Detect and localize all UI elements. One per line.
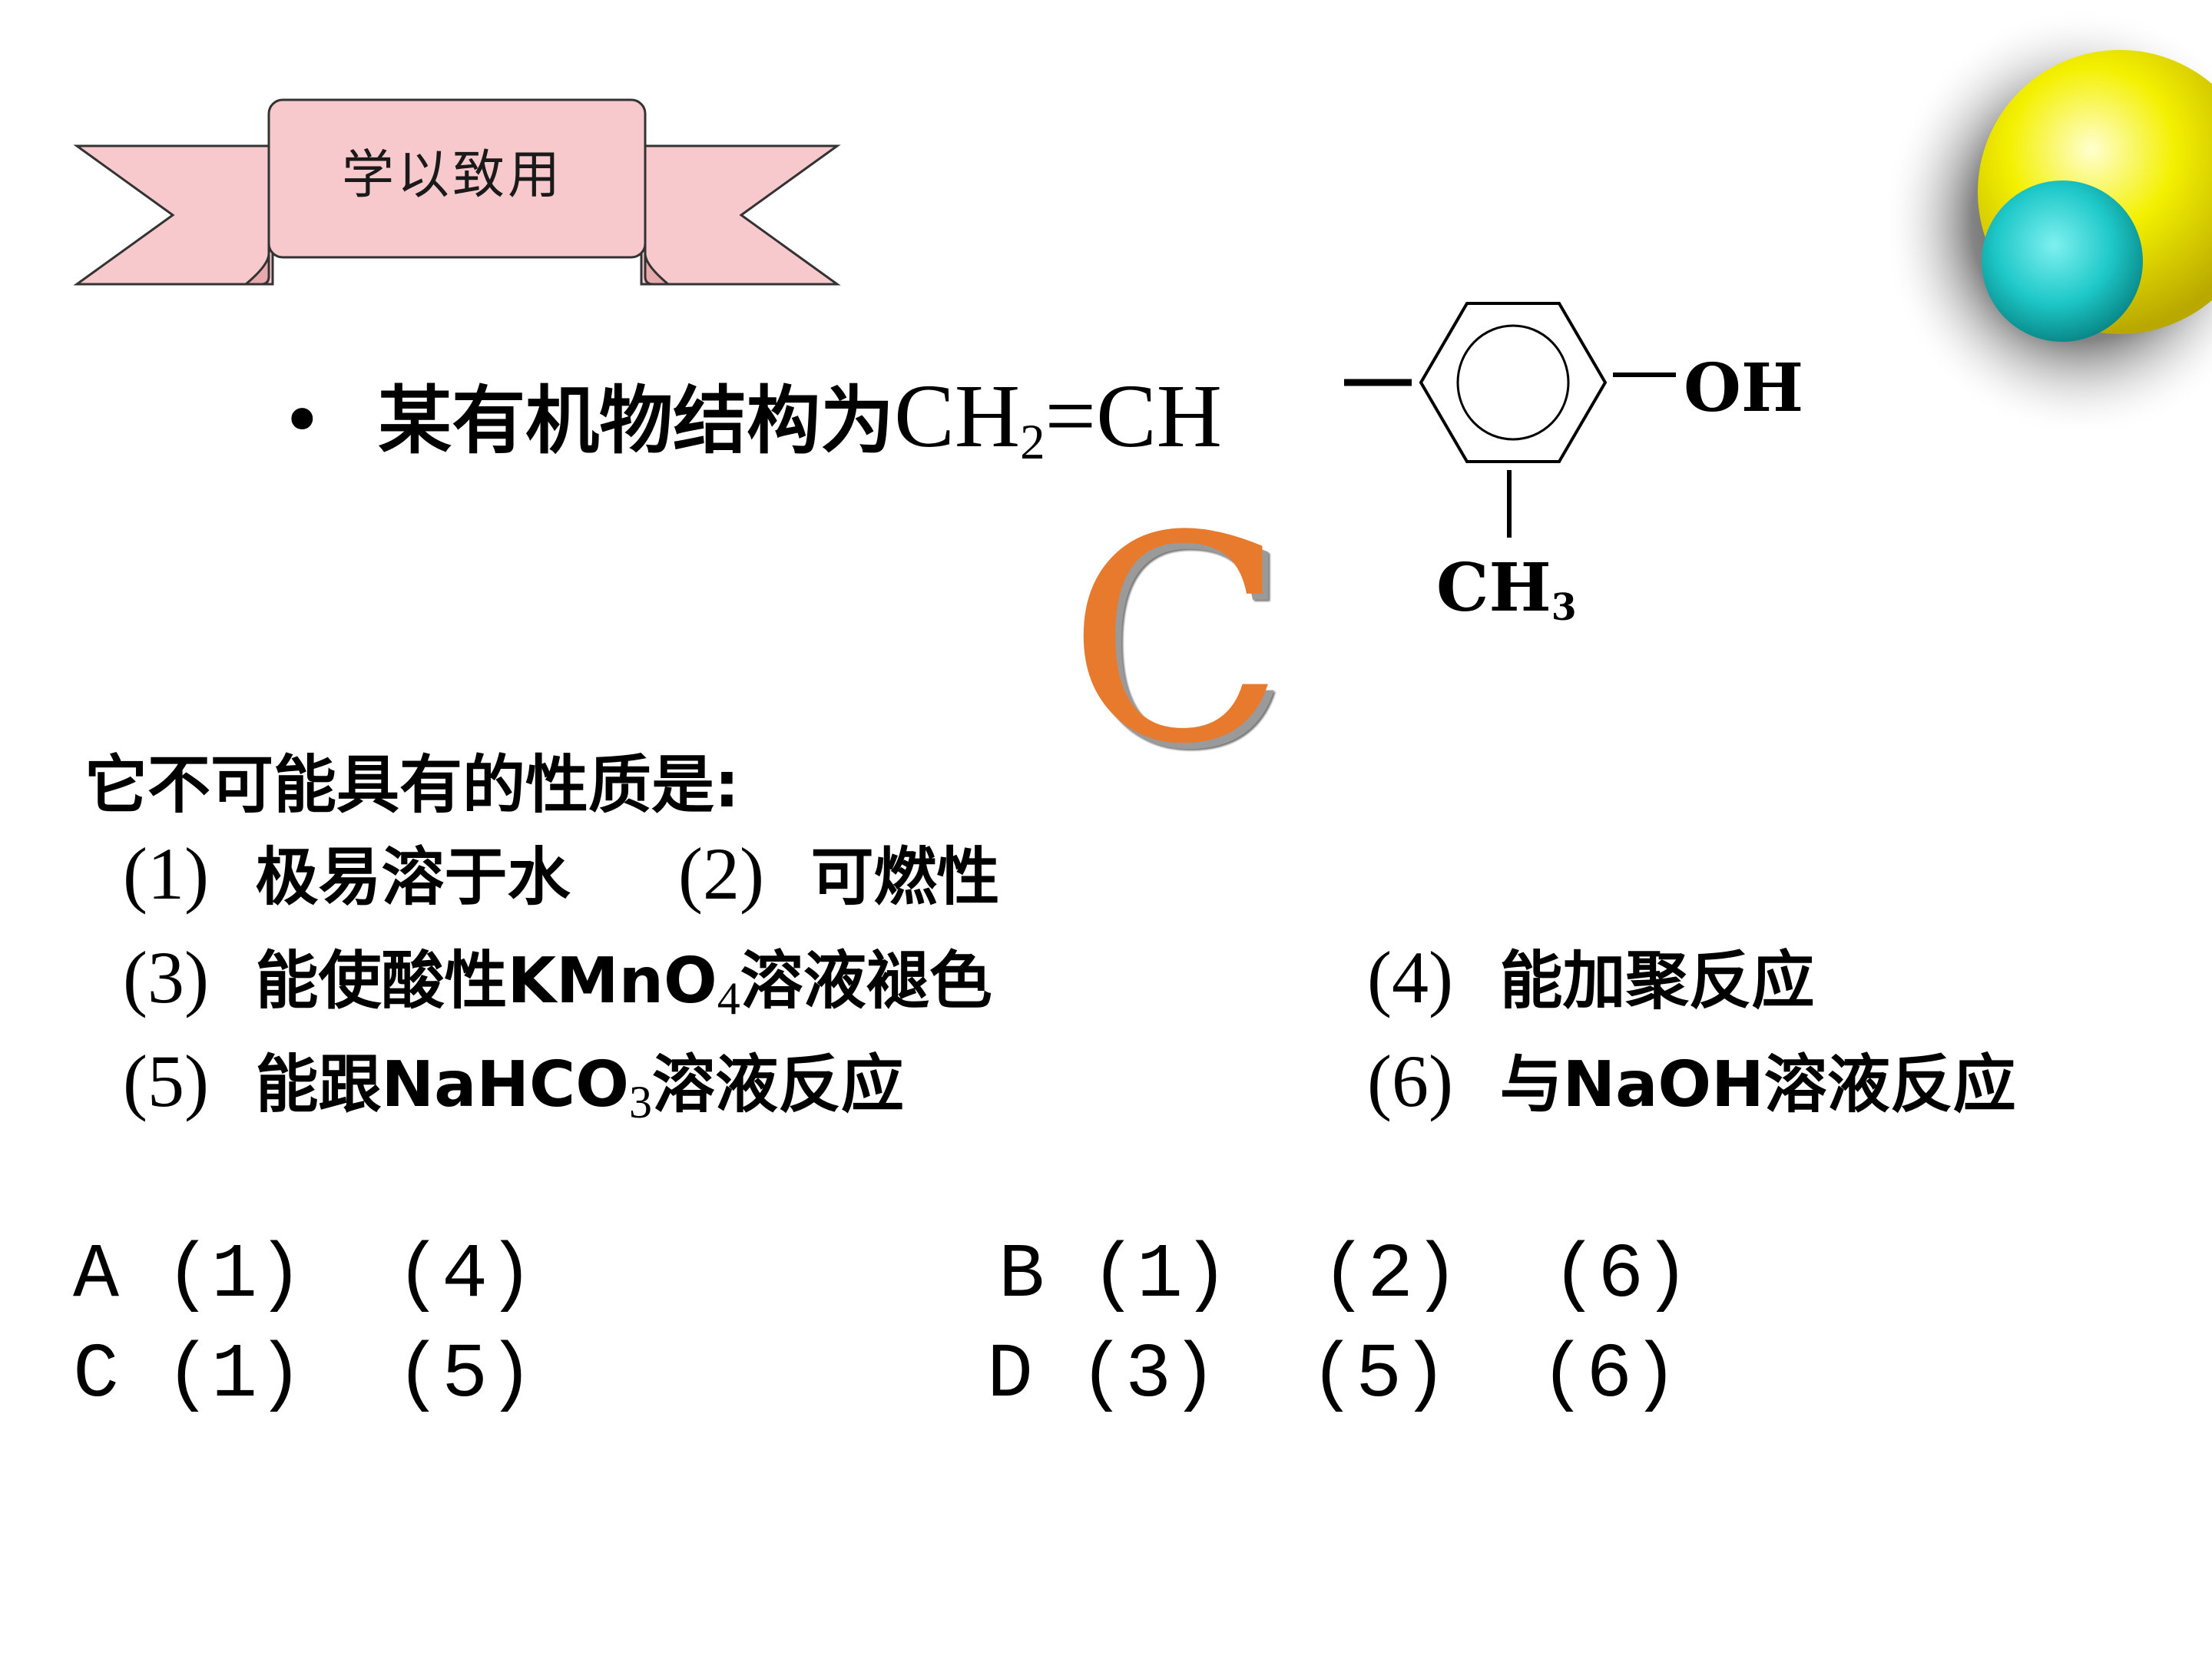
ribbon-left-fold	[242, 227, 270, 286]
answer-letter: C	[1068, 476, 1286, 806]
p6-number: (6)	[1367, 1040, 1453, 1122]
property-row-5: (5) 能跟NaHCO3溶液反应	[123, 1033, 904, 1129]
properties-heading: 它不可能具有的性质是:	[84, 749, 740, 822]
ribbon-left-tail	[73, 144, 274, 286]
p1-number: (1)	[123, 833, 209, 915]
p3-number: (3)	[123, 936, 209, 1018]
banner-title: 学以致用	[342, 145, 564, 206]
ch3-group: CH3	[1436, 549, 1577, 629]
property-row-1: (1) 极易溶于水 (2) 可燃性	[123, 826, 999, 917]
cyan-sphere	[1982, 180, 2143, 342]
p2-number: (2)	[677, 833, 764, 915]
benzene-structure	[1344, 302, 1676, 538]
ribbon-panel	[267, 98, 647, 259]
p5-text: 能跟NaHCO3溶液反应	[255, 1048, 904, 1128]
p3-text: 能使酸性KMnO4溶液褪色	[255, 945, 992, 1024]
decorative-spheres	[1889, 8, 2212, 430]
ribbon-right-fold	[644, 227, 672, 286]
option-b[interactable]: B (1) (2) (6)	[998, 1233, 1690, 1320]
property-row-6: (6) 与NaOH溶液反应	[1367, 1033, 2016, 1124]
ribbon-banner	[73, 98, 841, 286]
formula-ch2: CH2=CH	[894, 366, 1222, 471]
question-prompt: 某有机物结构为	[378, 378, 895, 464]
benzene-circle	[1456, 324, 1570, 441]
p2-text: 可燃性	[810, 841, 1000, 914]
p4-text: 能加聚反应	[1499, 945, 1815, 1018]
p5-number: (5)	[123, 1040, 209, 1122]
benzene-ring	[1419, 302, 1608, 463]
question-line: • 某有机物结构为CH2=CH	[280, 361, 1222, 472]
oh-group: OH	[1684, 349, 1804, 427]
bullet: •	[280, 378, 324, 464]
option-a[interactable]: A (1) (4)	[73, 1233, 535, 1320]
p1-text: 极易溶于水	[255, 841, 571, 914]
p6-text: 与NaOH溶液反应	[1499, 1048, 2016, 1121]
option-c[interactable]: C (1) (5)	[73, 1333, 535, 1419]
p4-number: (4)	[1367, 936, 1453, 1018]
option-d[interactable]: D (3) (5) (6)	[987, 1333, 1679, 1419]
property-row-4: (4) 能加聚反应	[1367, 929, 1814, 1021]
ribbon-right-tail	[640, 144, 841, 286]
property-row-3: (3) 能使酸性KMnO4溶液褪色	[123, 929, 992, 1025]
